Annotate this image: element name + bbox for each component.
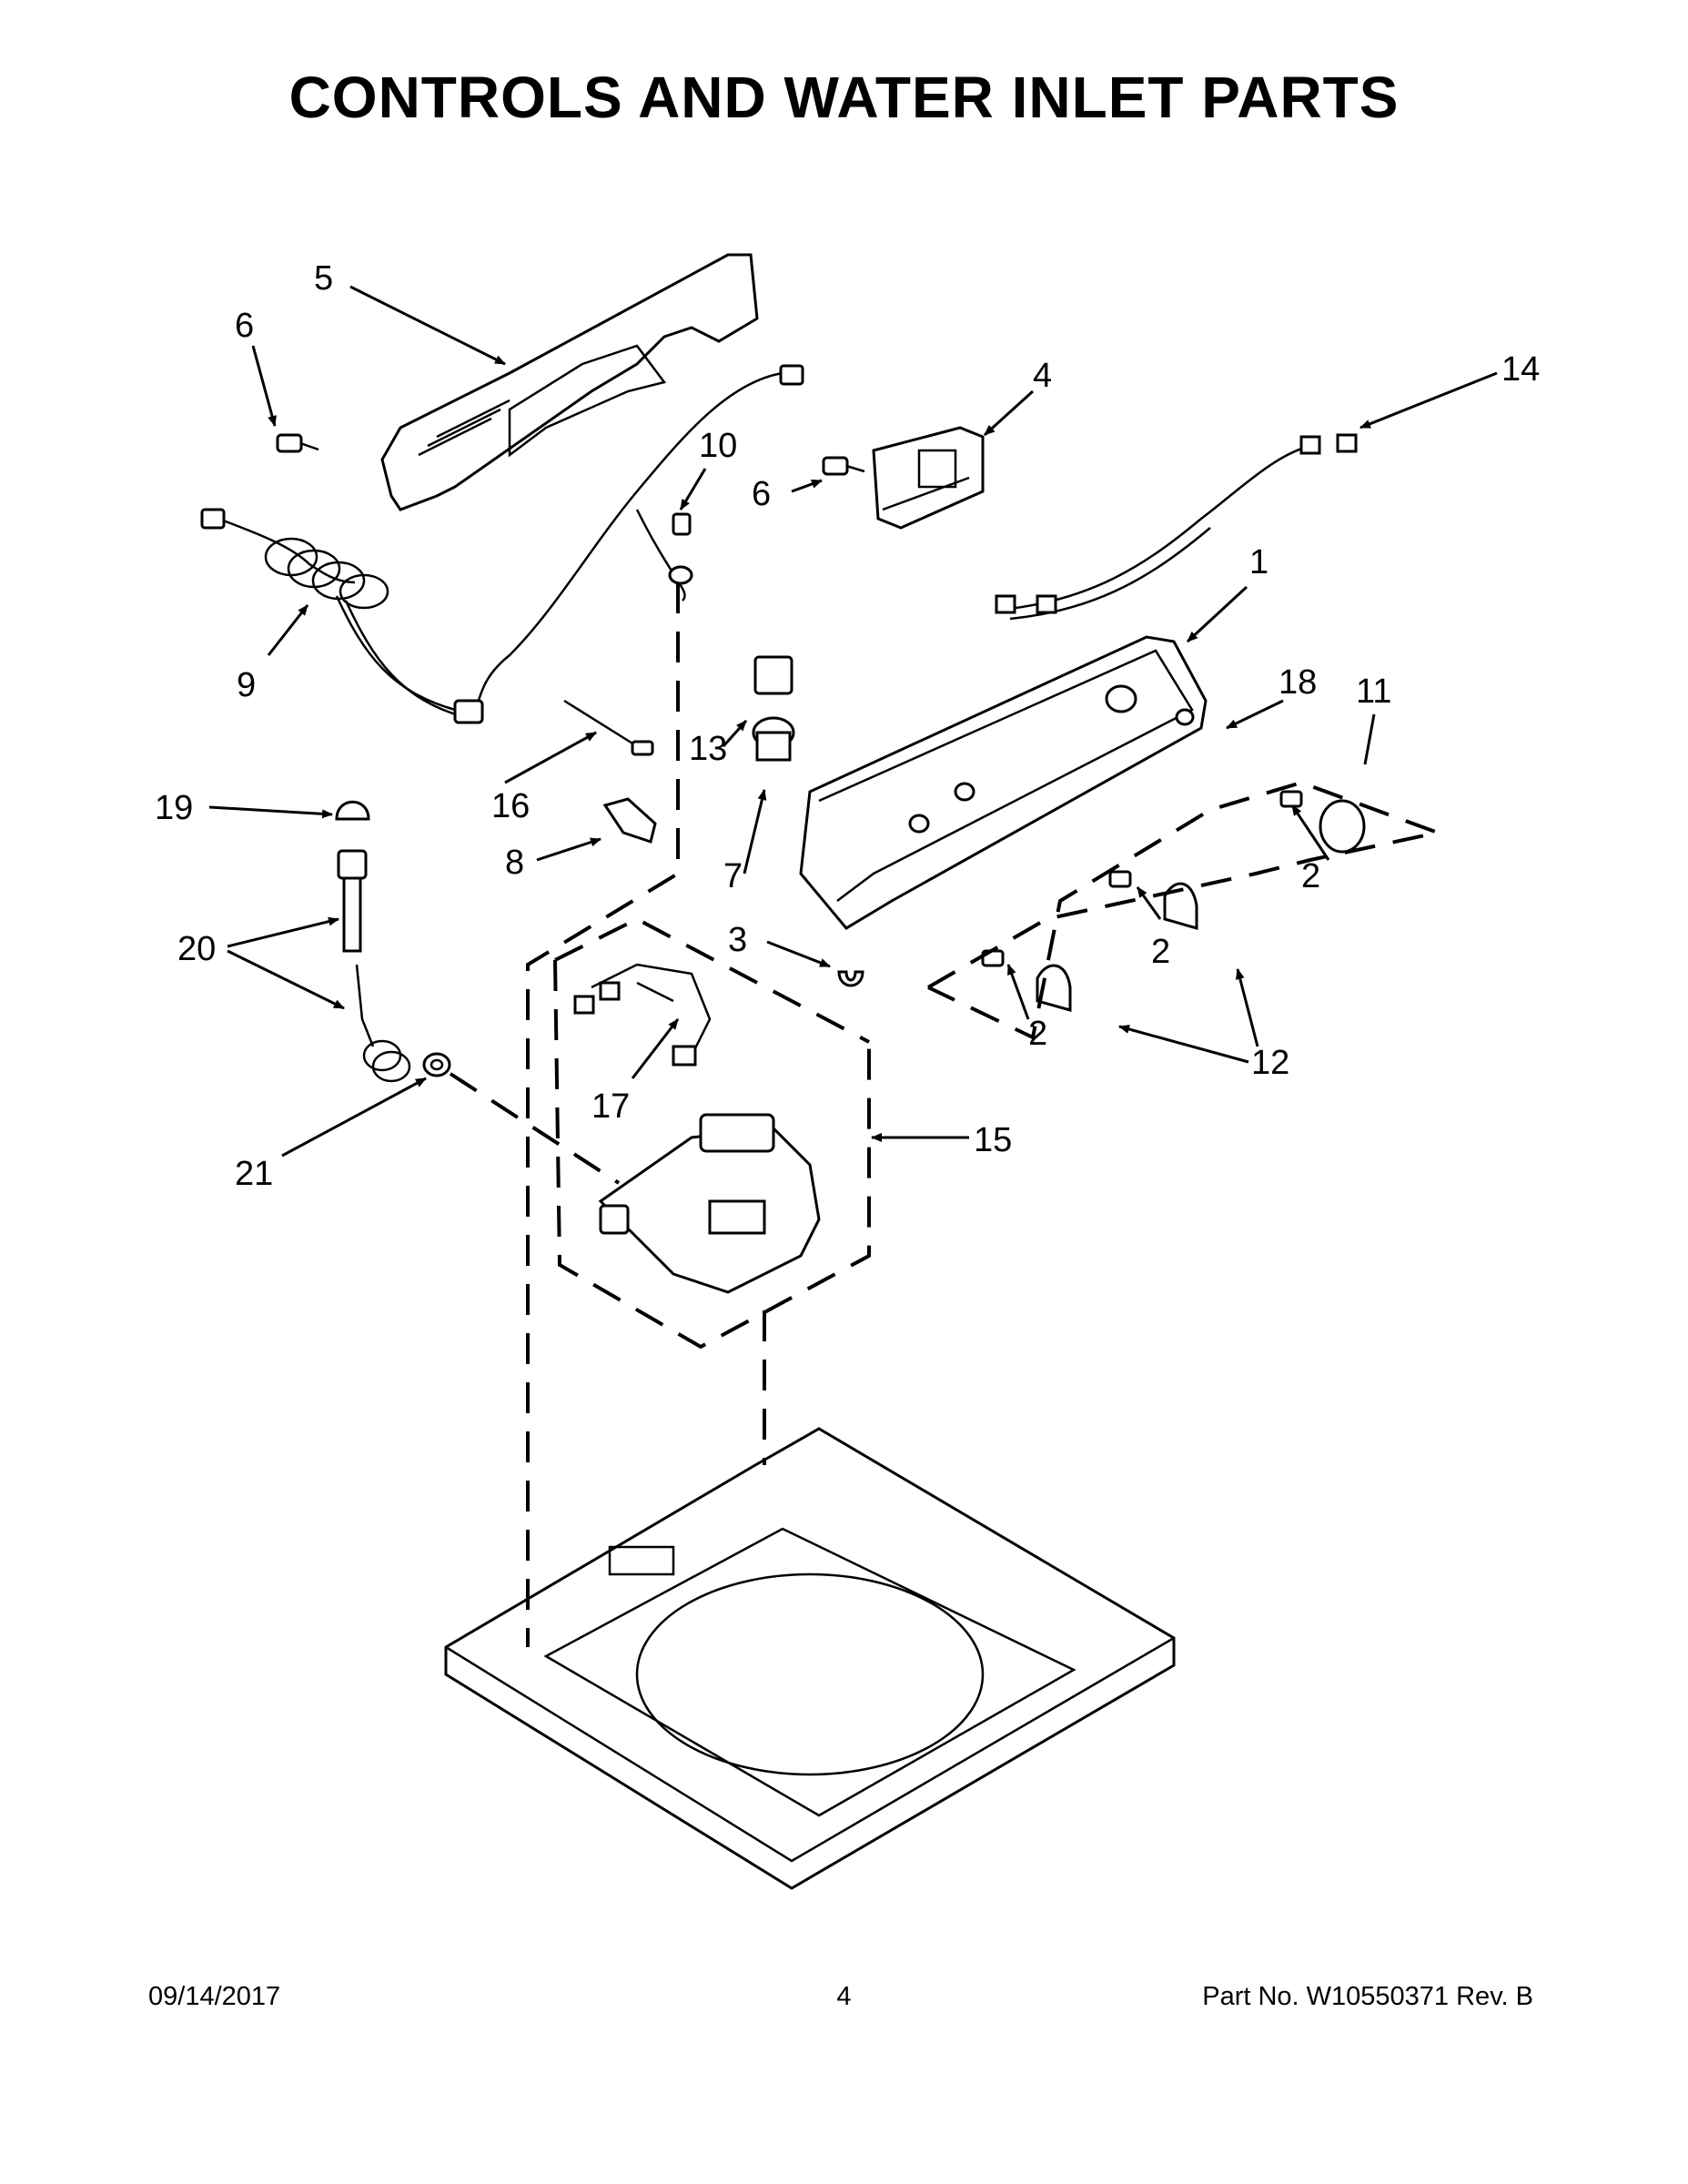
clamp-3 [837, 970, 864, 987]
wire-harness-17 [573, 963, 712, 1067]
filter-screen [335, 800, 370, 821]
callout-19: 19 [155, 789, 193, 827]
callout-5: 5 [314, 259, 333, 298]
knob-right [1279, 790, 1366, 854]
callout-20: 20 [177, 930, 216, 968]
kit-15-outline [553, 959, 871, 1350]
wire-harness-coil [200, 364, 804, 724]
console-back-panel [380, 253, 759, 511]
page-title: CONTROLS AND WATER INLET PARTS [288, 65, 1400, 130]
wire-harness-upper [995, 433, 1358, 621]
footer-date: 09/14/2017 [148, 1982, 281, 2011]
callout-18: 18 [1279, 663, 1317, 702]
leader-lines [208, 285, 1498, 1158]
callout-labels: 5 6 4 10 6 14 1 18 11 9 13 16 8 7 19 2 2… [155, 259, 1540, 1193]
callout-7: 7 [723, 857, 743, 895]
callout-3: 3 [728, 921, 747, 959]
footer-page-number: 4 [836, 1982, 852, 2011]
callout-11: 11 [1356, 672, 1391, 711]
callout-8: 8 [505, 844, 524, 882]
inlet-hose [337, 849, 411, 1083]
ground-wire-path [526, 582, 680, 1647]
callout-10: 10 [699, 427, 737, 465]
callout-2-right: 2 [1301, 857, 1320, 895]
console [799, 635, 1208, 930]
inlet-valve-assembly [598, 1113, 821, 1294]
ground-screw [668, 512, 693, 585]
callout-9: 9 [237, 666, 256, 704]
callout-4: 4 [1033, 357, 1052, 395]
callout-12: 12 [1251, 1044, 1289, 1082]
callout-6-right: 6 [752, 475, 771, 513]
callout-17: 17 [591, 1087, 630, 1126]
washer-21 [422, 1052, 451, 1077]
callout-21: 21 [235, 1155, 273, 1193]
callout-1: 1 [1249, 543, 1269, 581]
pressure-switch [752, 716, 795, 762]
screw-left [276, 433, 319, 453]
switch-13 [753, 655, 793, 695]
control-board [872, 426, 985, 530]
washer-top-frame [444, 1427, 1176, 1890]
callout-14: 14 [1501, 350, 1540, 389]
callout-2-left: 2 [1028, 1015, 1047, 1053]
callout-6-left: 6 [235, 307, 254, 345]
kit-12-outline [927, 780, 1445, 1040]
footer-part-number: Part No. W10550371 Rev. B [1202, 1982, 1533, 2011]
clip-8 [602, 797, 657, 844]
knob-left [981, 949, 1072, 1012]
knob-middle [1108, 870, 1198, 930]
callout-13: 13 [689, 730, 727, 768]
screw-right [822, 456, 865, 476]
callout-15: 15 [974, 1121, 1012, 1159]
callout-16: 16 [491, 787, 530, 825]
cable-tie [563, 699, 654, 756]
callout-2-middle: 2 [1151, 933, 1170, 971]
